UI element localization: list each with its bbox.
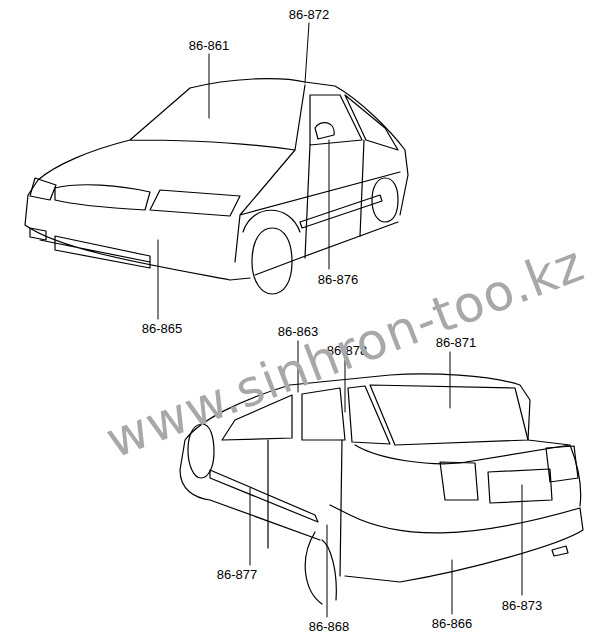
watermark: www.sinhron-too.kz	[98, 234, 591, 470]
callout-number: 86-868	[308, 619, 350, 634]
car-tail-light	[440, 446, 578, 556]
callout-number: 86-873	[501, 598, 543, 613]
car-door-molding	[210, 440, 342, 576]
callout-number: 86-872	[288, 7, 330, 22]
car-headlight	[30, 178, 240, 268]
callout-number: 86-876	[317, 272, 359, 287]
callout-number: 86-865	[141, 321, 183, 336]
car-body-outline	[25, 79, 408, 280]
car-wheel	[243, 178, 398, 294]
car-door-mirror	[300, 123, 382, 258]
callout-number: 86-866	[431, 616, 473, 631]
callout-number: 86-861	[188, 38, 230, 53]
callout-number: 86-877	[216, 567, 258, 582]
